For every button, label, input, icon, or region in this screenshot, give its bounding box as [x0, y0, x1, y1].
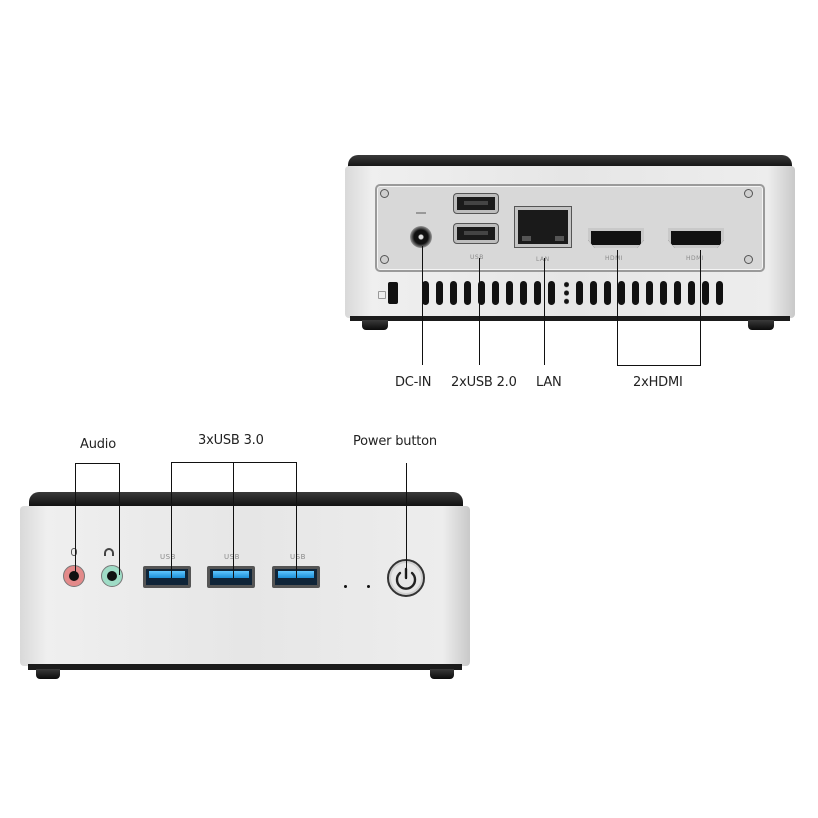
hdmi-port-1-label: HDMI	[605, 255, 624, 262]
microphone-icon	[71, 548, 77, 556]
usb3-port-b[interactable]	[207, 566, 255, 588]
kensington-lock-slot[interactable]	[388, 282, 398, 304]
callout-line-usb3-a	[171, 462, 172, 578]
status-led-2	[367, 585, 370, 588]
usb3-port-a-label: USB	[160, 553, 176, 561]
callout-label-power: Power button	[353, 434, 437, 449]
callout-label-lan: LAN	[536, 375, 562, 390]
callout-line-power	[406, 463, 407, 579]
callout-label-audio: Audio	[80, 437, 116, 452]
callout-bracket-audio	[75, 463, 119, 464]
indicator-dots	[564, 281, 569, 305]
lan-port-label: LAN	[536, 256, 550, 263]
front-foot-left	[36, 669, 60, 679]
headphone-icon	[104, 548, 114, 556]
front-base	[28, 664, 462, 670]
callout-line-usb3-b	[233, 462, 234, 578]
callout-line-headphone	[119, 463, 120, 575]
usb2-port-bottom[interactable]	[454, 224, 498, 243]
screw-icon	[380, 255, 389, 264]
screw-icon	[744, 255, 753, 264]
lan-led-left	[522, 236, 531, 241]
usb2-port-top[interactable]	[454, 194, 498, 213]
callout-bracket-hdmi	[617, 365, 701, 366]
hdmi-port-2[interactable]	[668, 228, 724, 248]
callout-bracket-usb3	[171, 462, 297, 463]
rear-foot-left	[362, 320, 388, 330]
rear-top-cover	[348, 155, 792, 169]
front-foot-right	[430, 669, 454, 679]
rear-base	[350, 316, 790, 321]
usb3-port-b-label: USB	[224, 553, 240, 561]
front-top-cover	[29, 492, 463, 508]
callout-line-hdmi1	[617, 250, 618, 365]
callout-line-mic	[75, 463, 76, 575]
callout-line-dc-in	[422, 246, 423, 365]
lan-port[interactable]	[515, 207, 571, 247]
callout-label-usb3: 3xUSB 3.0	[198, 433, 264, 448]
hdmi-port-1[interactable]	[588, 228, 644, 248]
dc-in-port[interactable]	[410, 226, 432, 248]
callout-line-usb2	[479, 258, 480, 365]
headphone-jack[interactable]	[101, 565, 123, 587]
lock-icon	[378, 291, 386, 299]
screw-icon	[380, 189, 389, 198]
callout-line-lan	[544, 258, 545, 365]
callout-line-hdmi2	[700, 250, 701, 365]
callout-line-usb3-c	[296, 462, 297, 578]
callout-label-hdmi: 2xHDMI	[633, 375, 683, 390]
usb3-port-a[interactable]	[143, 566, 191, 588]
screw-icon	[744, 189, 753, 198]
hdmi-port-2-label: HDMI	[686, 255, 705, 262]
dc-symbol-icon	[416, 212, 426, 214]
status-led-1	[344, 585, 347, 588]
callout-label-usb2: 2xUSB 2.0	[451, 375, 517, 390]
usb-port-label: USB	[470, 254, 484, 261]
usb3-port-c-label: USB	[290, 553, 306, 561]
lan-led-right	[555, 236, 564, 241]
rear-foot-right	[748, 320, 774, 330]
microphone-jack[interactable]	[63, 565, 85, 587]
callout-label-dc-in: DC-IN	[395, 375, 432, 390]
